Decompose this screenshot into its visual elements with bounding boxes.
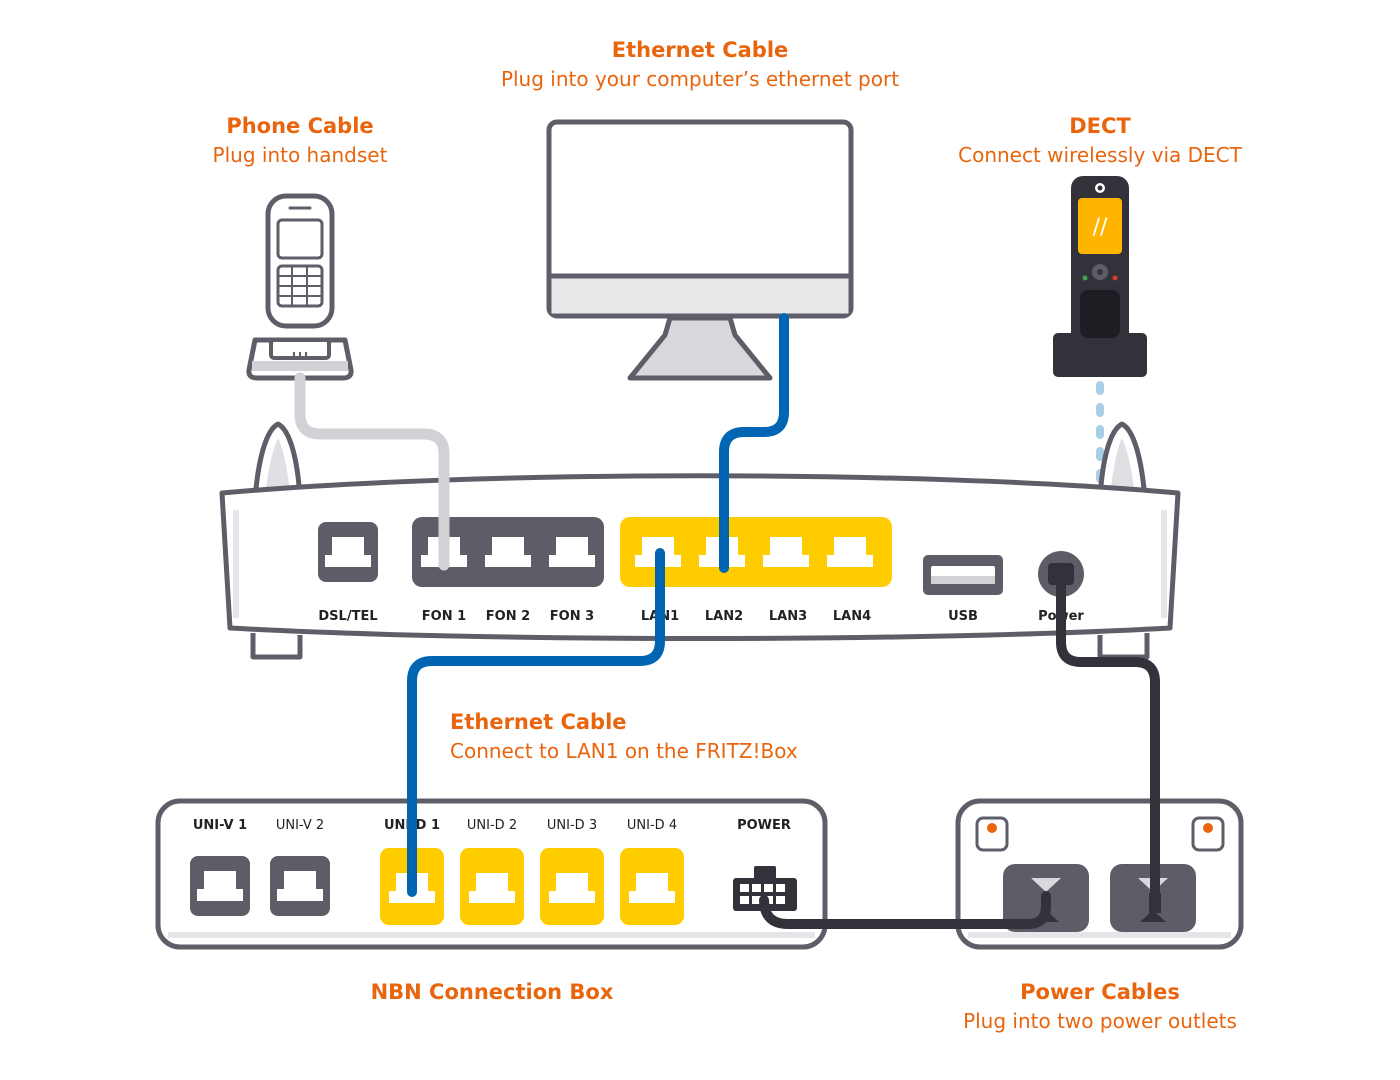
univ2-port-icon[interactable] xyxy=(270,856,330,916)
univ1-port-icon[interactable] xyxy=(190,856,250,916)
fon3-port-label: FON 3 xyxy=(550,609,594,624)
usb-port-icon[interactable] xyxy=(923,555,1003,595)
unid4-port-label: UNI-D 4 xyxy=(627,818,677,833)
fon2-port-icon[interactable] xyxy=(485,537,531,567)
lan4-port-label: LAN4 xyxy=(833,609,871,624)
outlet-plug-right xyxy=(1149,893,1161,913)
fritzbox-router: DSL/TEL FON 1 FON 2 FON 3 LAN1 LAN2 LAN3… xyxy=(219,421,1181,660)
fon3-port-icon[interactable] xyxy=(549,537,595,567)
caption-dect-title: DECT xyxy=(1069,114,1131,138)
caption-ethernet-mid-title: Ethernet Cable xyxy=(450,710,627,734)
dect-screen-text: // xyxy=(1093,215,1108,240)
caption-power-title: Power Cables xyxy=(1020,980,1180,1004)
lan3-port-label: LAN3 xyxy=(769,609,807,624)
caption-phone-subtitle: Plug into handset xyxy=(213,143,388,167)
caption-phone: Phone Cable Plug into handset xyxy=(213,114,388,167)
caption-dect: DECT Connect wirelessly via DECT xyxy=(958,114,1243,167)
cordless-phone-icon xyxy=(246,193,354,381)
ethernet-cable-computer xyxy=(719,313,789,573)
fon2-port-label: FON 2 xyxy=(486,609,530,624)
caption-phone-title: Phone Cable xyxy=(226,114,373,138)
caption-ethernet-mid: Ethernet Cable Connect to LAN1 on the FR… xyxy=(450,710,798,763)
dsl-tel-port-label: DSL/TEL xyxy=(318,609,377,624)
dsl-tel-port-icon[interactable] xyxy=(318,522,378,582)
unid2-port-label: UNI-D 2 xyxy=(467,818,517,833)
ethernet-cable-nbn xyxy=(407,548,665,897)
power-cable-nbn xyxy=(759,891,1051,929)
phone-cable xyxy=(294,372,450,571)
lan3-port-icon[interactable] xyxy=(763,537,809,567)
lan2-port-label: LAN2 xyxy=(705,609,743,624)
caption-ethernet-top-subtitle: Plug into your computer’s ethernet port xyxy=(501,67,899,91)
nbn-power-label: POWER xyxy=(737,818,791,833)
lan4-port-icon[interactable] xyxy=(827,537,873,567)
caption-ethernet-mid-subtitle: Connect to LAN1 on the FRITZ!Box xyxy=(450,739,798,763)
univ2-port-label: UNI-V 2 xyxy=(276,818,324,833)
router-power-plug xyxy=(1048,563,1074,585)
caption-dect-subtitle: Connect wirelessly via DECT xyxy=(958,143,1243,167)
caption-power-subtitle: Plug into two power outlets xyxy=(963,1009,1237,1033)
caption-nbn-title: NBN Connection Box xyxy=(371,980,614,1004)
caption-power: Power Cables Plug into two power outlets xyxy=(963,980,1237,1033)
usb-port-label: USB xyxy=(948,609,978,624)
univ1-port-label: UNI-V 1 xyxy=(193,818,247,833)
fon1-port-label: FON 1 xyxy=(422,609,466,624)
desktop-monitor-icon xyxy=(546,119,854,381)
caption-ethernet-top: Ethernet Cable Plug into your computer’s… xyxy=(501,38,899,91)
dect-handset-icon: // xyxy=(1053,176,1147,377)
caption-nbn: NBN Connection Box xyxy=(371,980,614,1004)
caption-ethernet-top-title: Ethernet Cable xyxy=(612,38,789,62)
nbn-connection-box: UNI-V 1 UNI-V 2 UNI-D 1 UNI-D 2 UNI-D 3 … xyxy=(155,798,828,950)
power-cable-router xyxy=(1056,573,1160,905)
lan-port-group xyxy=(620,517,892,587)
unid3-port-label: UNI-D 3 xyxy=(547,818,597,833)
